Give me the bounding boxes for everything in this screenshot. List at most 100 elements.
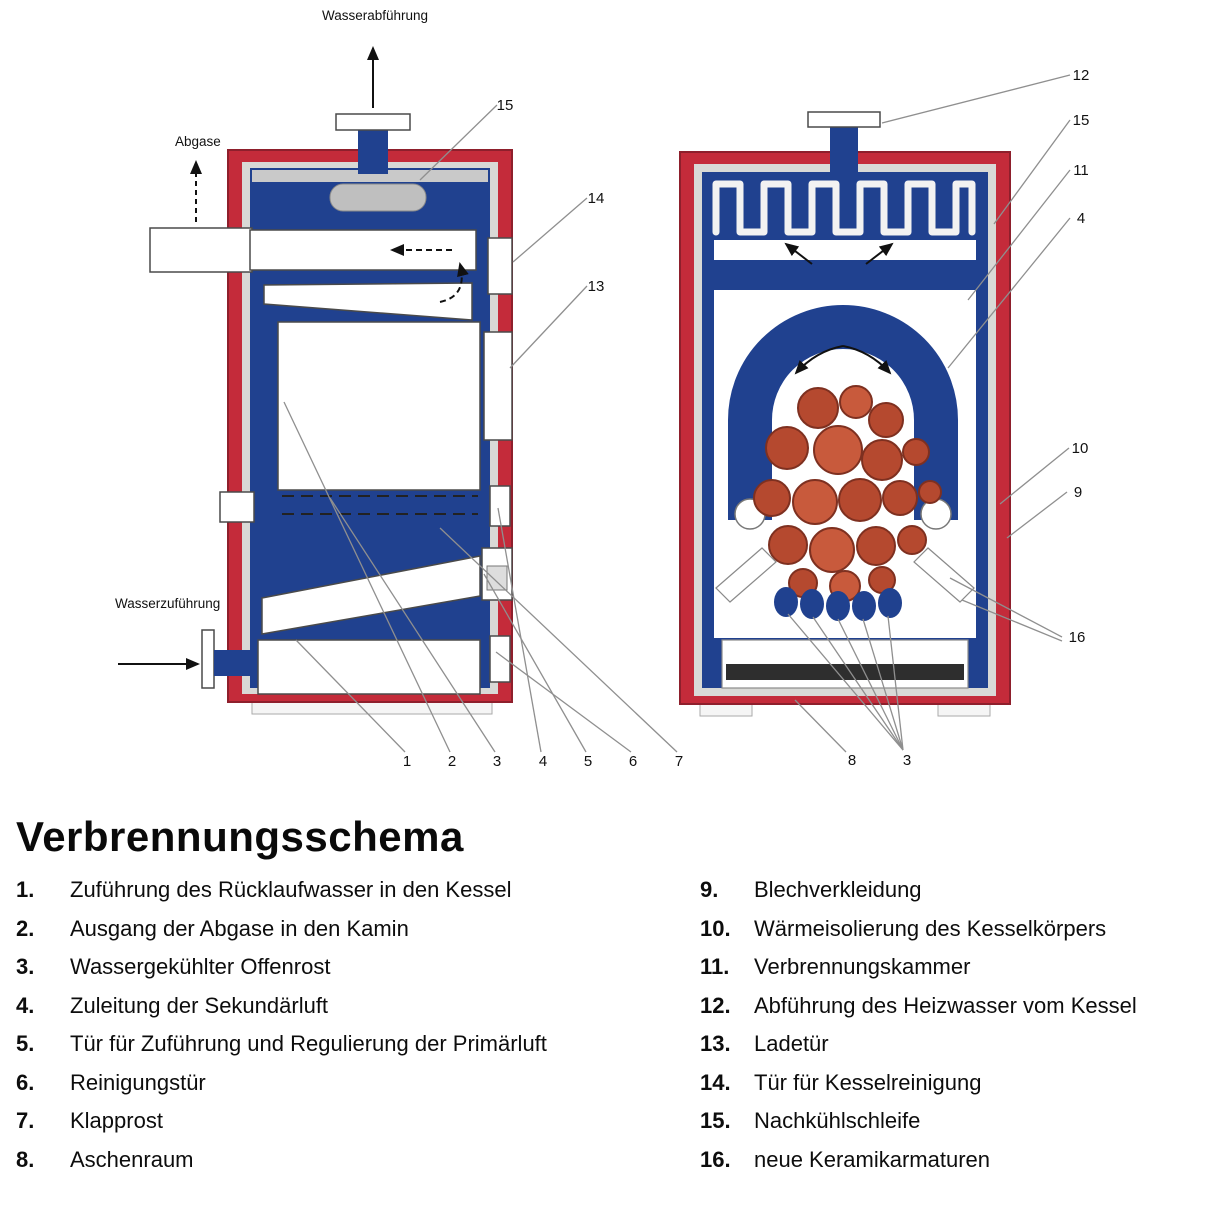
callout-line [512,197,588,263]
loading-chamber [277,321,481,491]
callout-line [837,618,904,751]
wood-logs [753,385,942,602]
legend-item-14: 14. Tür für Kesselreinigung [700,1064,1214,1103]
callout-line [993,119,1071,225]
water-inlet-pipe [214,650,254,676]
legend-item-10: 10. Wärmeisolierung des Kesselkörpers [700,910,1214,949]
legend-label: Klapprost [70,1108,163,1133]
legend-label: Tür für Kesselreinigung [754,1069,982,1095]
callout-left-13: 13 [588,278,605,295]
legend-label: Tür für Zuführung und Regulierung der Pr… [70,1031,547,1056]
legend-number: 15. [700,1108,731,1133]
legend-item-9: 9.Blechverkleidung [700,871,1214,910]
legend-label: Abführung des Heizwasser vom Kessel [754,992,1137,1018]
cleaning-door-top [487,237,513,295]
flame-arrow-left [794,345,844,375]
callout-line [862,618,904,751]
legend-item-13: 13.Ladetür [700,1025,1214,1064]
legend-number: 11. [700,954,730,979]
callout-line [947,217,1071,369]
left-boiler-section: Wasserabführung Abgase Wasserzuführung [115,8,683,770]
legend-label: Reinigungstür [70,1069,206,1095]
legend-item-3: 3. Wassergekühlter Offenrost [16,948,700,987]
legend-label: Nachkühlschleife [754,1108,921,1133]
legend-number: 7. [16,1108,35,1133]
cleaning-door-bottom [489,635,511,683]
legend-number: 2. [16,915,35,941]
callout-line [329,497,496,753]
ash-tray [726,664,964,680]
callout-right-4: 4 [1077,210,1085,227]
callout-line [497,507,542,753]
callout-left-4: 4 [539,753,547,770]
callout-left-15: 15 [497,97,514,114]
legend-number: 6. [16,1069,35,1095]
callout-right-10: 10 [1072,440,1089,457]
callout-line [961,599,1063,642]
open-grate [774,587,902,621]
boiler-diagram: Wasserabführung Abgase Wasserzuführung [115,8,1090,770]
legend-item-6: 6. Reinigungstür [16,1064,700,1103]
aftercooling-coil [712,180,976,236]
callout-right-12: 12 [1073,67,1090,84]
water-inlet-flange [201,629,215,689]
gas-flow-arrow-left [784,242,813,265]
combustion-arch [728,305,958,520]
water-outlet-label: Wasserabführung [322,8,428,23]
callout-line [794,699,847,753]
exhaust-label: Abgase [175,134,221,149]
callout-right-9: 9 [1074,484,1082,501]
callout-right-16: 16 [1069,629,1086,646]
legend-number: 16. [700,1146,731,1172]
callout-line [967,169,1071,301]
legend-label: Aschenraum [70,1146,194,1172]
legend-label: Wärmeisolierung des Kesselkörpers [754,915,1107,941]
legend-number: 3. [16,954,35,979]
page-title: Verbrennungsschema [16,813,464,860]
callout-line [495,651,632,753]
gas-flow-arrow-right [865,242,894,265]
legend-item-8: 8. Aschenraum [16,1141,700,1180]
legend-item-16: 16. neue Keramikarmaturen [700,1141,1214,1180]
legend-number: 8. [16,1146,35,1172]
legend-item-15: 15. Nachkühlschleife [700,1102,1214,1141]
boiler-schematic: Wasserabführung Abgase Wasserzuführung [115,8,1090,770]
legend-label: Zuführung des Rücklaufwasser in den Kess… [70,877,512,902]
legend-item-7: 7. Klapprost [16,1102,700,1141]
legend-number: 1. [16,877,35,902]
callout-left-6: 6 [629,753,637,770]
callout-left-1: 1 [403,753,411,770]
ash-chamber-left [257,639,481,695]
callout-left-14: 14 [588,190,605,207]
water-inlet-label: Wasserzuführung [115,596,220,611]
flue-duct-lower [263,282,473,321]
legend-label: Blechverkleidung [754,877,922,902]
legend-column-right: 9.Blechverkleidung 10. Wärmeisolierung de… [700,871,1214,1179]
heating-water-outlet-flange [807,111,881,128]
arch-end-port [920,498,952,530]
legend-number: 14. [700,1069,731,1095]
ceramic-fitting-left [715,547,777,603]
water-outlet-flange [335,113,411,131]
callout-left-5: 5 [584,753,592,770]
legend-label: neue Keramikarmaturen [754,1146,991,1172]
legend-column-left: 1. Zuführung des Rücklaufwasser in den Ke… [16,871,700,1179]
ceramic-fitting-right [913,547,975,603]
legend-label: Wassergekühlter Offenrost [70,954,331,979]
secondary-air-duct [261,555,481,635]
legend-number: 10. [700,915,731,941]
callout-line [881,74,1071,124]
legend: 1. Zuführung des Rücklaufwasser in den Ke… [16,871,1214,1179]
callout-line [999,447,1070,505]
legend-label: Ladetür [754,1031,829,1056]
legend-item-12: 12.Abführung des Heizwasser vom Kessel [700,987,1214,1026]
callout-right-8: 8 [848,752,856,769]
callout-right-11: 11 [1073,162,1089,179]
callout-left-2: 2 [448,753,456,770]
primary-air-regulator [486,565,508,591]
callout-left-3: 3 [493,753,501,770]
callout-line [439,527,678,753]
right-boiler-section: 12 15 11 4 10 9 16 8 3 [679,67,1090,769]
callout-line [283,401,451,753]
secondary-air-port [489,485,511,527]
